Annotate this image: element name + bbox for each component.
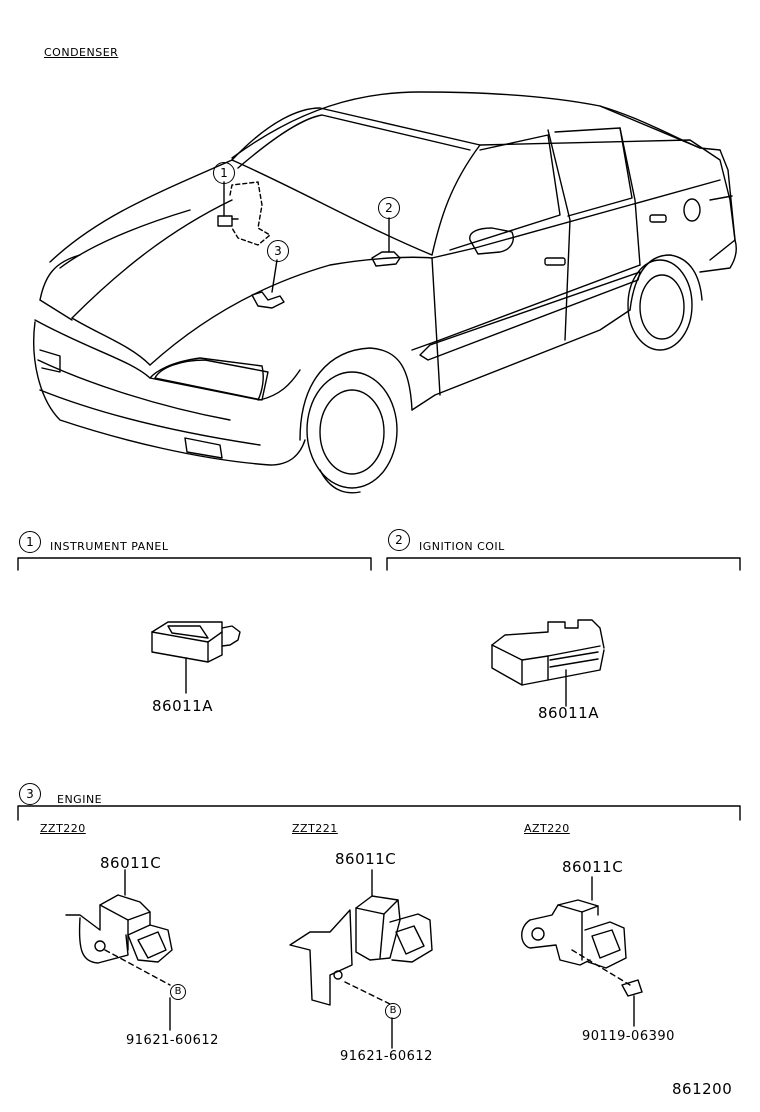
- bolt-part-azt220: 90119-06390: [582, 1029, 675, 1044]
- azt220-condenser-drawing: [521, 876, 643, 1027]
- variant-model-zzt221: ZZT221: [292, 822, 338, 835]
- section-1-bracket: [17, 557, 372, 571]
- figure-number: 861200: [672, 1080, 733, 1098]
- section-2-part-number: 86011A: [538, 704, 599, 722]
- section-3-bracket: [17, 805, 741, 821]
- ignition-coil-condenser-drawing: [491, 619, 605, 707]
- bolt-part-zzt220: 91621-60612: [126, 1033, 219, 1048]
- callout-2: 2: [378, 197, 400, 219]
- section-1-label: INSTRUMENT PANEL: [50, 540, 169, 553]
- bolt-ref-zzt220: B: [170, 984, 186, 1000]
- car-illustration: [33, 91, 737, 494]
- variant-part-zzt221: 86011C: [335, 850, 397, 868]
- variant-model-zzt220: ZZT220: [40, 822, 86, 835]
- variant-part-zzt220: 86011C: [100, 854, 162, 872]
- section-2-number: 2: [388, 529, 410, 551]
- section-2-label: IGNITION COIL: [419, 540, 505, 553]
- zzt220-condenser-drawing: [65, 869, 173, 1031]
- section-1-number: 1: [19, 531, 41, 553]
- condenser-location-2: [371, 217, 401, 267]
- diagram-title: CONDENSER: [44, 46, 119, 59]
- instrument-panel-condenser-drawing: [151, 621, 241, 694]
- section-3-label: ENGINE: [57, 793, 103, 806]
- callout-3: 3: [267, 240, 289, 262]
- section-2-bracket: [386, 557, 741, 571]
- bolt-part-zzt221: 91621-60612: [340, 1049, 433, 1064]
- section-3-number: 3: [19, 783, 41, 805]
- zzt221-condenser-drawing: [289, 869, 433, 1049]
- condenser-location-1: [217, 181, 239, 227]
- variant-model-azt220: AZT220: [524, 822, 570, 835]
- variant-part-azt220: 86011C: [562, 858, 624, 876]
- condenser-location-3: [251, 259, 285, 309]
- section-1-part-number: 86011A: [152, 697, 213, 715]
- callout-1: 1: [213, 162, 235, 184]
- bolt-ref-zzt221: B: [385, 1003, 401, 1019]
